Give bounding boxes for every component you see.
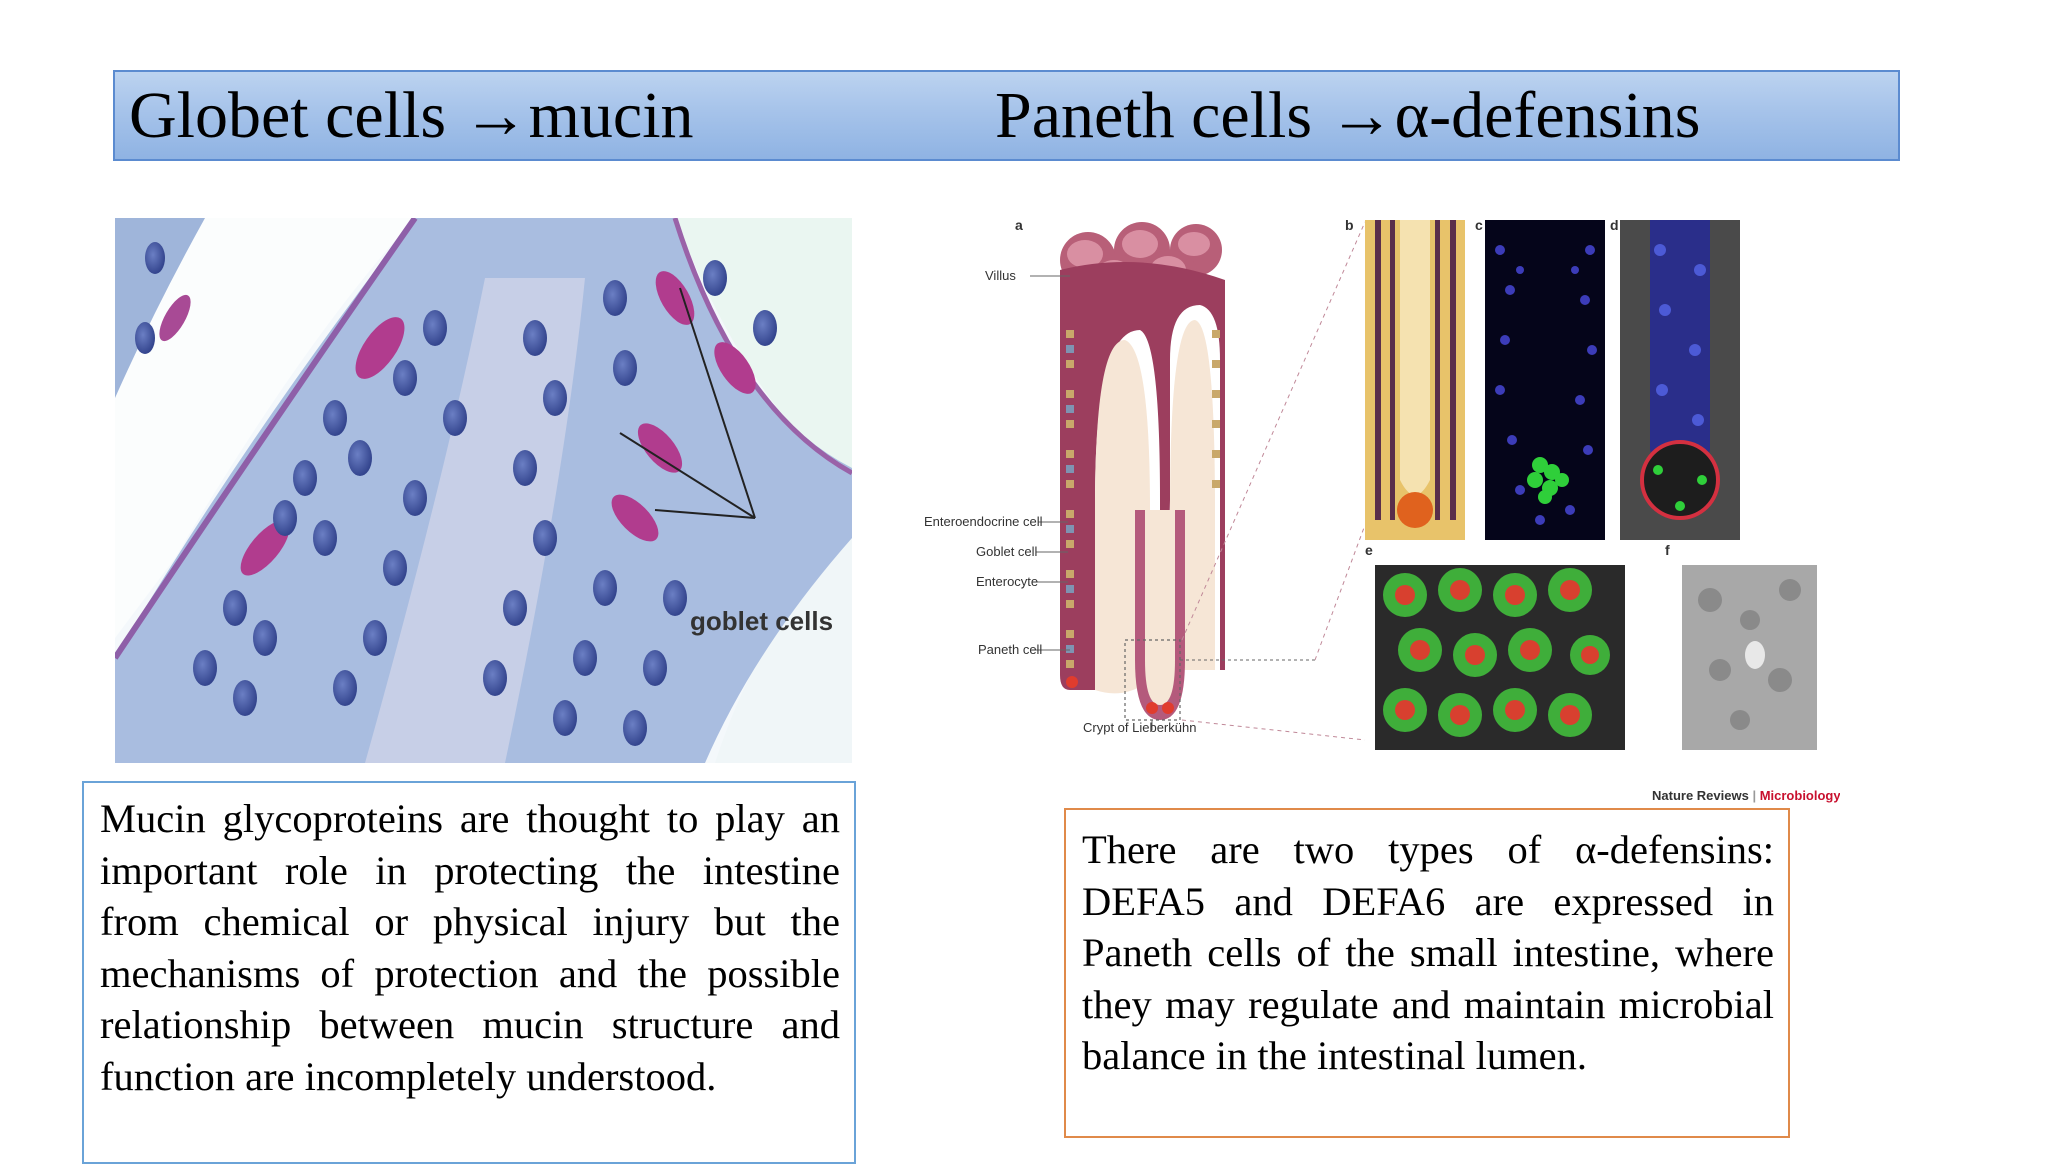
label-enterocyte: Enterocyte	[976, 574, 1038, 589]
mucin-description-text: Mucin glycoproteins are thought to play …	[100, 796, 840, 1099]
mucin-description-box: Mucin glycoproteins are thought to play …	[82, 781, 856, 1164]
credit-journal: Microbiology	[1760, 788, 1840, 803]
title-goblet-mucin: Globet cells →mucin	[129, 79, 694, 152]
label-villus: Villus	[985, 268, 1016, 283]
panel-letter-d: d	[1610, 217, 1619, 233]
label-enteroendocrine-cell: Enteroendocrine cell	[924, 514, 1043, 529]
paneth-cells-diagram: a	[920, 210, 1840, 810]
goblet-cells-label: goblet cells	[690, 606, 833, 636]
goblet-cells-histology-image: goblet cells	[115, 218, 852, 763]
label-crypt-of-lieberkuhn: Crypt of Lieberkühn	[1083, 720, 1196, 735]
credit-separator: |	[1749, 788, 1760, 803]
defensin-description-text: There are two types of α-defensins: DEFA…	[1082, 827, 1774, 1078]
histology-illustration: goblet cells	[115, 218, 852, 763]
figure-credit: Nature Reviews | Microbiology	[1652, 788, 1840, 803]
defensin-description-box: There are two types of α-defensins: DEFA…	[1064, 808, 1790, 1138]
panel-letter-f: f	[1665, 542, 1670, 558]
panel-letter-e: e	[1365, 542, 1373, 558]
panel-letter-b: b	[1345, 217, 1354, 233]
panel-letter-c: c	[1475, 217, 1483, 233]
panel-letter-a: a	[1015, 217, 1023, 233]
credit-source: Nature Reviews	[1652, 788, 1749, 803]
label-goblet-cell: Goblet cell	[976, 544, 1038, 559]
crypt-diagram-illustration: a	[920, 210, 1840, 810]
label-paneth-cell: Paneth cell	[978, 642, 1042, 657]
title-paneth-defensins: Paneth cells →α-defensins	[995, 79, 1701, 152]
title-bar: Globet cells →mucin Paneth cells →α-defe…	[113, 70, 1900, 161]
